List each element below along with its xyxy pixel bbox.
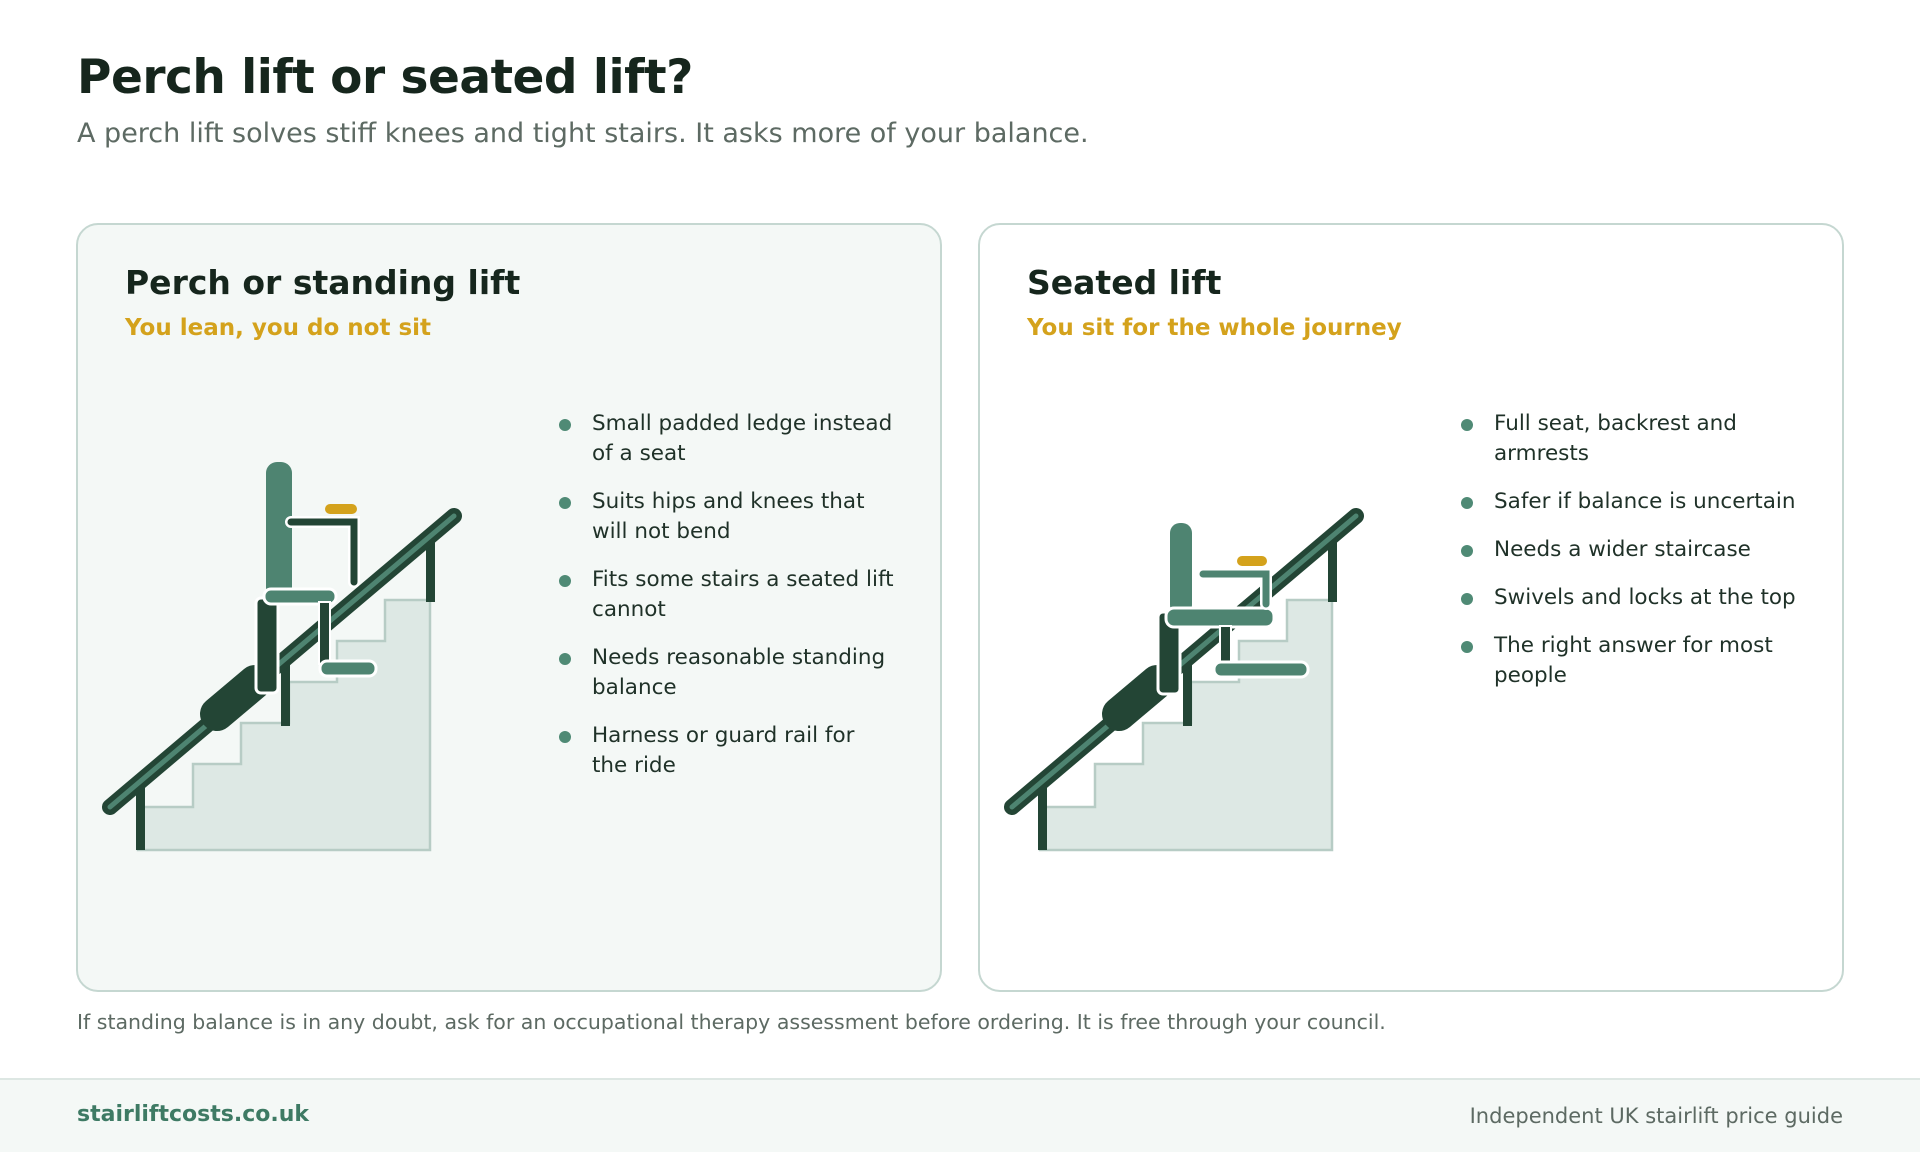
card-tagline: You lean, you do not sit xyxy=(125,315,432,341)
rail-highlight xyxy=(1009,513,1359,810)
bullet-icon xyxy=(1461,545,1473,557)
bullet-icon xyxy=(559,653,571,665)
list-item: Needs reasonable standing balance xyxy=(559,643,894,703)
footrest xyxy=(318,659,378,678)
list-item: Full seat, backrest and armrests xyxy=(1461,409,1796,469)
list-item: The right answer for most people xyxy=(1461,631,1796,691)
footer-tagline: Independent UK stairlift price guide xyxy=(1469,1104,1843,1128)
rail-highlight xyxy=(107,513,457,810)
perch-ledge xyxy=(262,587,338,606)
lift-mast xyxy=(254,596,280,695)
footrest xyxy=(1212,660,1310,679)
seated-lift-card: Seated lift You sit for the whole journe… xyxy=(978,223,1844,992)
carriage xyxy=(200,665,272,731)
backrest xyxy=(1170,523,1192,615)
seat xyxy=(1164,606,1276,629)
feature-list: Small padded ledge instead of a seat Sui… xyxy=(559,409,894,799)
rail-post xyxy=(281,652,290,726)
rail-post xyxy=(1328,536,1337,602)
control-button xyxy=(325,504,357,514)
bullet-icon xyxy=(1461,419,1473,431)
card-title: Perch or standing lift xyxy=(125,263,521,302)
footnote: If standing balance is in any doubt, ask… xyxy=(77,1010,1386,1034)
footrest-support xyxy=(318,601,331,665)
bullet-icon xyxy=(559,731,571,743)
bullet-icon xyxy=(1461,593,1473,605)
rail-post xyxy=(136,782,145,850)
card-title: Seated lift xyxy=(1027,263,1222,302)
rail-post xyxy=(1183,652,1192,726)
footer-brand-link[interactable]: stairliftcosts.co.uk xyxy=(77,1102,310,1127)
site-footer: stairliftcosts.co.uk Independent UK stai… xyxy=(0,1078,1920,1152)
perch-lift-illustration-icon xyxy=(102,462,462,852)
seated-lift-illustration-icon xyxy=(1004,508,1364,852)
feature-list: Full seat, backrest and armrests Safer i… xyxy=(1461,409,1796,709)
armrest xyxy=(1199,570,1270,608)
page-title: Perch lift or seated lift? xyxy=(77,50,693,105)
page-subtitle: A perch lift solves stiff knees and tigh… xyxy=(77,118,1089,149)
list-item: Suits hips and knees that will not bend xyxy=(559,487,894,547)
list-item: Harness or guard rail for the ride xyxy=(559,721,894,781)
carriage xyxy=(1102,665,1174,731)
footrest-support xyxy=(1219,625,1232,667)
list-item: Safer if balance is uncertain xyxy=(1461,487,1796,517)
bullet-icon xyxy=(559,497,571,509)
bullet-icon xyxy=(1461,497,1473,509)
handle xyxy=(285,516,360,588)
list-item: Needs a wider staircase xyxy=(1461,535,1796,565)
perch-lift-card: Perch or standing lift You lean, you do … xyxy=(76,223,942,992)
list-item: Fits some stairs a seated lift cannot xyxy=(559,565,894,625)
bullet-icon xyxy=(559,575,571,587)
handle xyxy=(287,518,358,586)
list-item: Small padded ledge instead of a seat xyxy=(559,409,894,469)
bullet-icon xyxy=(559,419,571,431)
rail-post xyxy=(1038,782,1047,850)
rail-post xyxy=(426,536,435,602)
card-tagline: You sit for the whole journey xyxy=(1027,315,1402,341)
bullet-icon xyxy=(1461,641,1473,653)
backrest-pad xyxy=(266,462,292,599)
list-item: Swivels and locks at the top xyxy=(1461,583,1796,613)
control-button xyxy=(1237,556,1267,566)
